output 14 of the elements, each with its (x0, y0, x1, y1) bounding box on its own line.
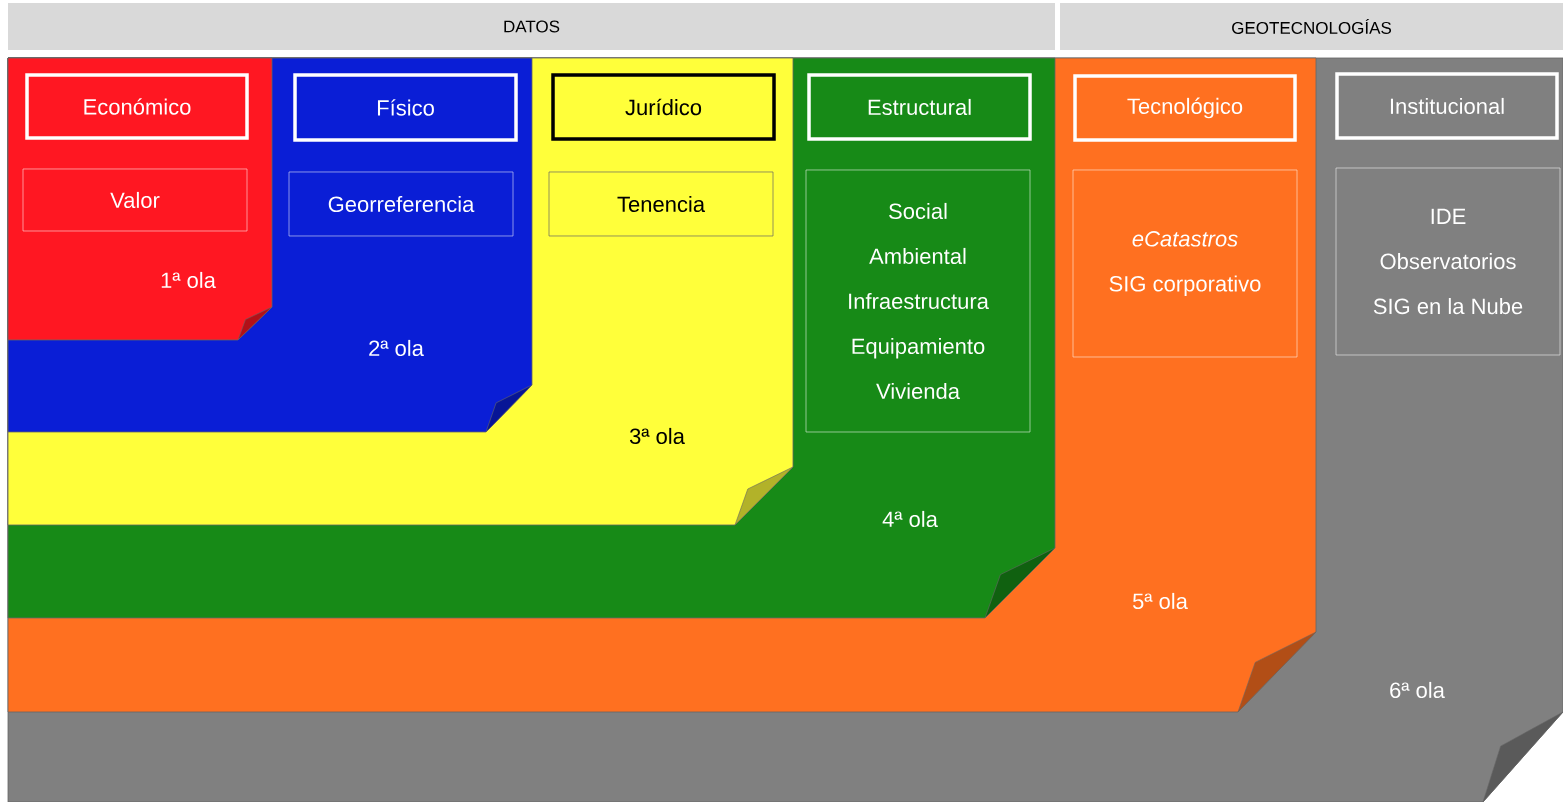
heading-box: Jurídico (551, 73, 776, 141)
heading-box: Tecnológico (1073, 74, 1297, 142)
header-band: DATOS (8, 3, 1055, 50)
heading-box: Estructural (807, 73, 1032, 141)
heading-box: Institucional (1335, 72, 1559, 140)
content-box: Social Ambiental Infraestructura Equipamiento Vivienda (805, 169, 1031, 433)
content-box: Valor (22, 168, 248, 232)
header-band: GEOTECNOLOGÍAS (1060, 3, 1563, 50)
heading-box: Físico (293, 73, 518, 142)
content-box: eCatastros SIG corporativo (1072, 169, 1298, 358)
content-box: Georreferencia (288, 171, 514, 237)
content-box: Tenencia (548, 171, 774, 237)
content-box: IDE Observatorios SIG en la Nube (1335, 167, 1561, 356)
heading-box: Económico (25, 73, 249, 140)
